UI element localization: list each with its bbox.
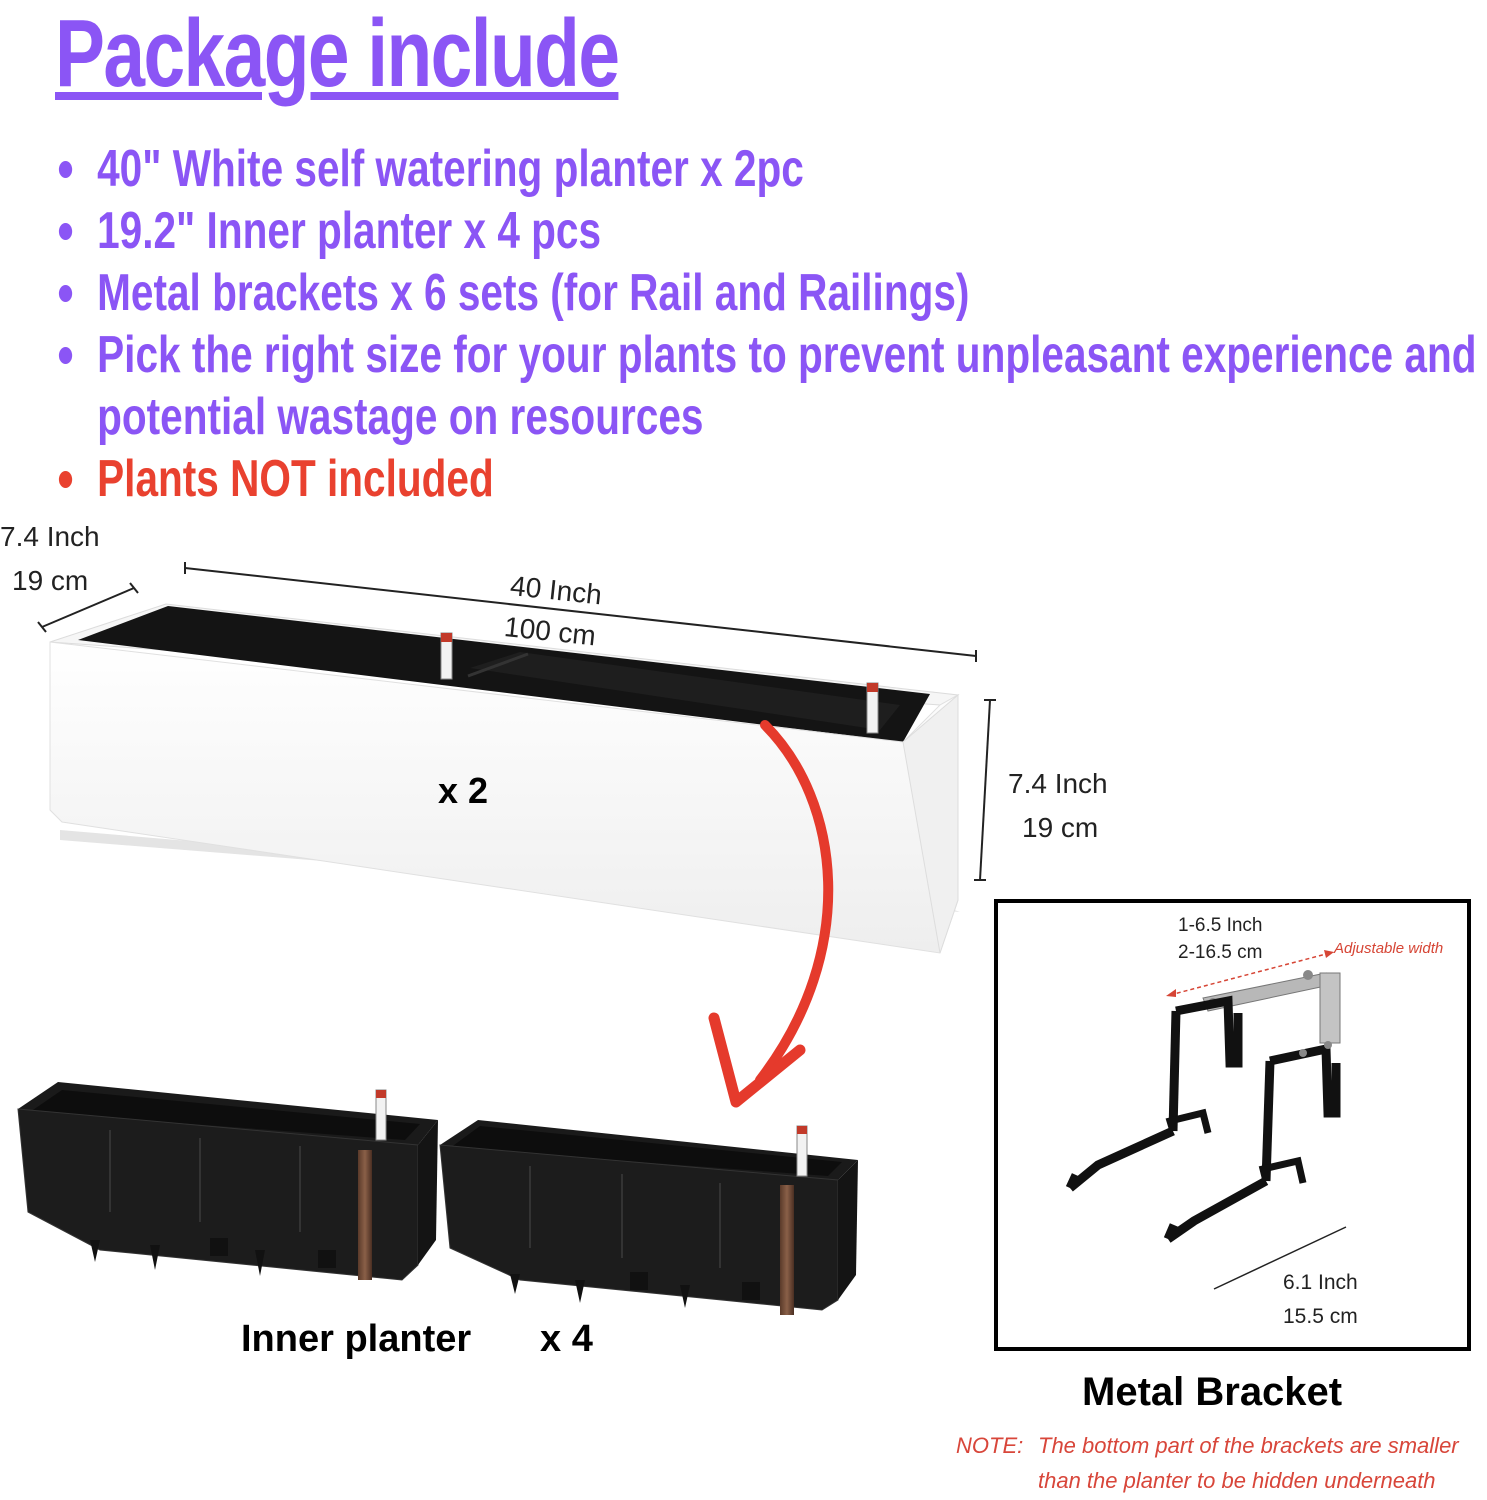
adjustable-width-label: Adjustable width [1334, 940, 1444, 957]
bullet-item: Metal brackets x 6 sets (for Rail and Ra… [55, 262, 1459, 324]
note-line-1: The bottom part of the brackets are smal… [1038, 1433, 1459, 1458]
inner-planter-right [439, 1120, 858, 1315]
bullet-text: 40" White self watering planter x 2pc [97, 140, 804, 198]
outer-planter [49, 603, 960, 954]
bullet-dot-icon [58, 223, 73, 240]
planter-dimension-lines [37, 562, 996, 881]
bracket-arm-inch: 6.1 Inch [1283, 1271, 1358, 1294]
bullet-dot-icon [58, 471, 73, 488]
bracket-width-cm: 2-16.5 cm [1178, 942, 1263, 963]
bullet-text: 19.2" Inner planter x 4 pcs [97, 202, 602, 260]
bullet-dot-icon [58, 161, 73, 178]
bullet-item: 19.2" Inner planter x 4 pcs [55, 200, 1459, 262]
bullet-item: 40" White self watering planter x 2pc [55, 138, 1459, 200]
planter-depth-cm: 19 cm [12, 565, 89, 596]
bullet-text: Plants NOT included [97, 450, 494, 508]
arrow-icon [708, 720, 834, 1108]
bullet-item-warning: Plants NOT included [55, 448, 1459, 510]
page-title: Package include [55, 0, 620, 107]
planter-depth-inch: 7.4 Inch [0, 521, 100, 552]
bullet-text: potential wastage on resources [97, 388, 704, 446]
bracket-width-inch: 1-6.5 Inch [1178, 915, 1263, 936]
metal-bracket-label: Metal Bracket [1082, 1370, 1343, 1414]
note-prefix: NOTE: [956, 1433, 1024, 1458]
bullet-item-continuation: potential wastage on resources [55, 386, 1459, 448]
inner-planter-quantity: x 4 [540, 1318, 593, 1360]
bracket-arm-cm: 15.5 cm [1283, 1305, 1358, 1328]
bullet-dot-icon [58, 347, 73, 364]
metal-bracket-illustration [1065, 950, 1347, 1290]
inner-planter-left [17, 1082, 438, 1281]
note-line-2: than the planter to be hidden underneath [1038, 1468, 1436, 1493]
planter-height-cm: 19 cm [1022, 812, 1099, 843]
package-contents-list: 40" White self watering planter x 2pc 19… [55, 138, 1477, 510]
bracket-panel: 1-6.5 Inch 2-16.5 cm Adjustable width 6.… [994, 899, 1471, 1351]
inner-planter-label: Inner planter [241, 1318, 472, 1360]
bullet-dot-icon [58, 285, 73, 302]
bullet-text: Pick the right size for your plants to p… [97, 326, 1477, 384]
bullet-item: Pick the right size for your plants to p… [55, 324, 1477, 386]
bullet-text: Metal brackets x 6 sets (for Rail and Ra… [97, 264, 970, 322]
planter-height-inch: 7.4 Inch [1008, 768, 1108, 799]
planter-quantity: x 2 [438, 770, 489, 811]
